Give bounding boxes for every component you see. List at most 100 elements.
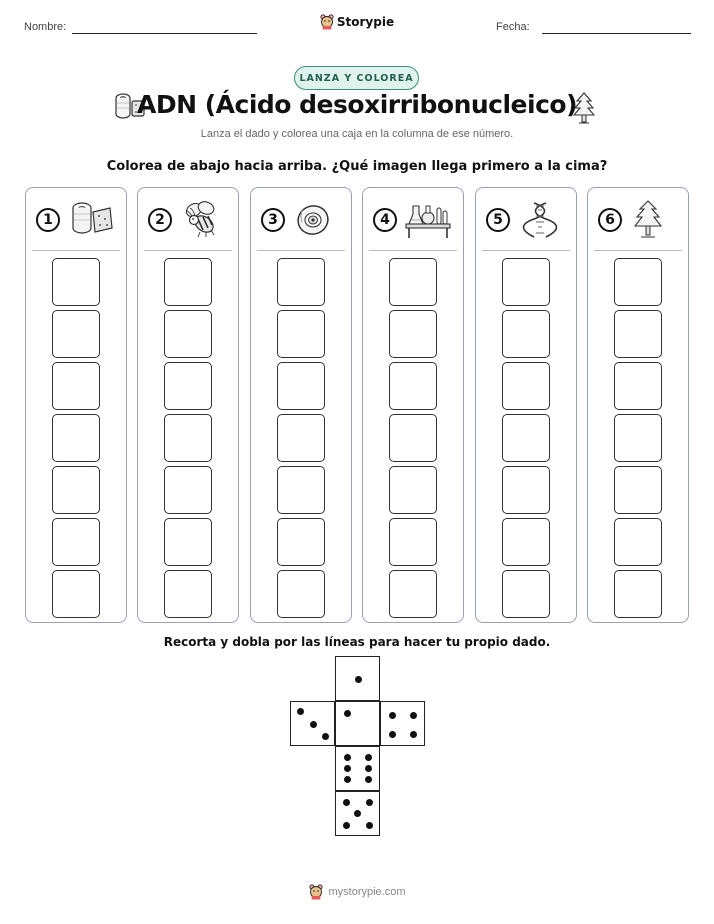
color-box[interactable] (502, 414, 550, 462)
color-box[interactable] (614, 518, 662, 566)
color-box[interactable] (502, 310, 550, 358)
die-pip (322, 733, 329, 740)
brand: Storypie (0, 14, 714, 35)
color-box[interactable] (502, 518, 550, 566)
color-box[interactable] (614, 570, 662, 618)
color-box[interactable] (164, 466, 212, 514)
column-divider (144, 250, 232, 251)
color-box[interactable] (277, 258, 325, 306)
color-box[interactable] (52, 310, 100, 358)
color-box[interactable] (389, 466, 437, 514)
storypie-logo-icon (320, 14, 334, 30)
die-pip (389, 731, 396, 738)
color-box[interactable] (614, 362, 662, 410)
die-face-center (335, 701, 380, 746)
column-number: 2 (148, 208, 172, 232)
column-4: 4 (362, 187, 464, 623)
color-box[interactable] (389, 310, 437, 358)
bee-icon (185, 201, 215, 238)
storypie-logo-icon (309, 884, 324, 900)
die-pip (343, 822, 350, 829)
instruction: Colorea de abajo hacia arriba. ¿Qué imag… (106, 159, 608, 174)
dna-helix-icon (522, 202, 558, 238)
color-box[interactable] (164, 362, 212, 410)
color-box[interactable] (52, 414, 100, 462)
color-box[interactable] (614, 414, 662, 462)
die-face-5 (335, 791, 380, 836)
tree-icon (633, 200, 663, 238)
color-box[interactable] (277, 466, 325, 514)
column-1: 1 (25, 187, 127, 623)
color-box[interactable] (502, 258, 550, 306)
color-box[interactable] (277, 362, 325, 410)
color-box[interactable] (164, 258, 212, 306)
toilet-paper-sponge-icon (72, 202, 113, 234)
color-box[interactable] (52, 570, 100, 618)
color-box[interactable] (52, 518, 100, 566)
die-pip (365, 765, 372, 772)
die-pip (344, 754, 351, 761)
column-header: 1 (26, 188, 126, 251)
color-box[interactable] (614, 258, 662, 306)
column-header: 6 (588, 188, 688, 251)
color-box[interactable] (389, 362, 437, 410)
color-box[interactable] (389, 570, 437, 618)
color-box[interactable] (614, 466, 662, 514)
die-pip (365, 754, 372, 761)
color-box[interactable] (389, 414, 437, 462)
die-pip (344, 765, 351, 772)
column-divider (482, 250, 570, 251)
die-pip (344, 710, 351, 717)
activity-badge: LANZA Y COLOREA (294, 66, 419, 90)
color-box[interactable] (164, 518, 212, 566)
die-pip (310, 721, 317, 728)
color-box[interactable] (502, 570, 550, 618)
column-number: 3 (261, 208, 285, 232)
column-number: 4 (373, 208, 397, 232)
column-header: 3 (251, 188, 351, 251)
color-box[interactable] (389, 518, 437, 566)
color-box[interactable] (52, 466, 100, 514)
color-box[interactable] (277, 518, 325, 566)
column-number: 5 (486, 208, 510, 232)
color-box[interactable] (277, 570, 325, 618)
name-line (72, 33, 257, 34)
color-box[interactable] (164, 570, 212, 618)
color-box[interactable] (277, 310, 325, 358)
die-pip (355, 676, 362, 683)
die-pip (343, 799, 350, 806)
title-row: ADN (Ácido desoxirribonucleico) (0, 90, 714, 126)
column-divider (257, 250, 345, 251)
footer-url[interactable]: mystorypie.com (328, 886, 406, 898)
column-number: 6 (598, 208, 622, 232)
column-header: 2 (138, 188, 238, 251)
column-5: 5 (475, 187, 577, 623)
footer: mystorypie.com (0, 884, 714, 905)
color-box[interactable] (502, 466, 550, 514)
die-face-3 (290, 701, 335, 746)
header: Nombre: Storypie Fecha: (0, 14, 714, 44)
column-divider (369, 250, 457, 251)
die-pip (354, 810, 361, 817)
color-box[interactable] (164, 414, 212, 462)
die-face-4 (380, 701, 425, 746)
die-face-6 (335, 746, 380, 791)
color-box[interactable] (277, 414, 325, 462)
die-pip (366, 799, 373, 806)
toilet-paper-icon (115, 93, 145, 119)
tree-icon (573, 92, 595, 124)
subtitle: Lanza el dado y colorea una caja en la c… (200, 128, 514, 140)
date-line (542, 33, 691, 34)
color-box[interactable] (52, 362, 100, 410)
color-box[interactable] (614, 310, 662, 358)
color-box[interactable] (52, 258, 100, 306)
column-divider (594, 250, 682, 251)
cut-instruction: Recorta y dobla por las líneas para hace… (163, 635, 551, 649)
column-divider (32, 250, 120, 251)
page-title: ADN (Ácido desoxirribonucleico) (137, 90, 578, 119)
color-box[interactable] (164, 310, 212, 358)
lab-table-icon (405, 205, 451, 238)
color-box[interactable] (502, 362, 550, 410)
column-number: 1 (36, 208, 60, 232)
color-box[interactable] (389, 258, 437, 306)
